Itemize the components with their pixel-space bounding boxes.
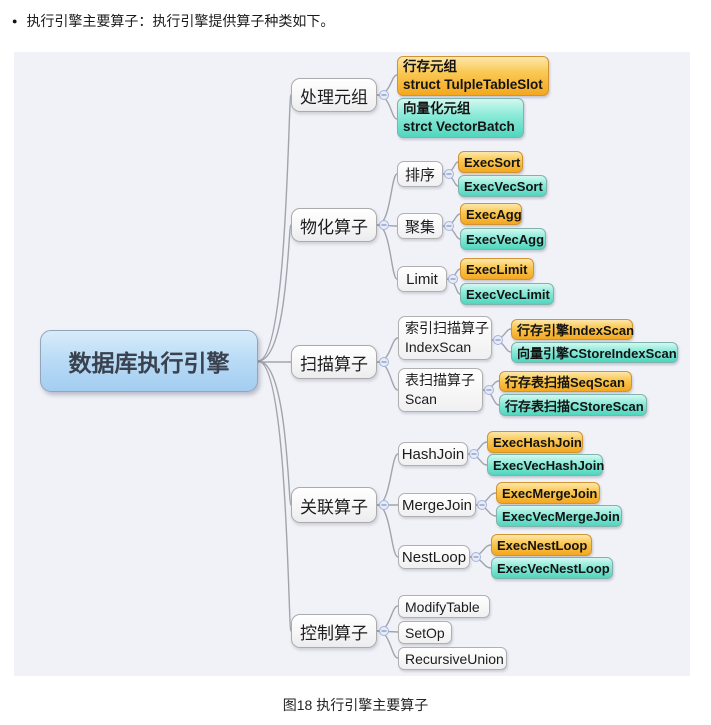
chip-execvecsort: ExecVecSort (458, 175, 547, 197)
connector-lines (257, 74, 512, 659)
chip-execvecmergejoin: ExecVecMergeJoin (496, 505, 622, 527)
collapse-toggle-agg[interactable] (444, 221, 454, 231)
chip-rowstore-indexscan: 行存引擎IndexScan (511, 319, 634, 340)
chip-exechashjoin: ExecHashJoin (487, 431, 583, 453)
chip-execvecagg: ExecVecAgg (460, 228, 546, 250)
collapse-toggle-control[interactable] (379, 626, 389, 636)
bullet-icon: ● (12, 16, 18, 26)
sub-nestloop: NestLoop (398, 545, 470, 569)
chip-cstorescan: 行存表扫描CStoreScan (499, 394, 647, 416)
chip-row-store-tuple: 行存元组 struct TulpleTableSlot (397, 56, 549, 96)
sub-aggregate: 聚集 (397, 213, 443, 239)
chip-execmergejoin: ExecMergeJoin (496, 482, 600, 504)
chip-execlimit: ExecLimit (460, 258, 534, 280)
header-text: 执行引擎主要算子：执行引擎提供算子种类如下。 (26, 13, 335, 29)
root-node-execution-engine: 数据库执行引擎 (40, 330, 258, 392)
collapse-toggle-limit[interactable] (448, 274, 458, 284)
chip-execvechashjoin: ExecVecHashJoin (487, 454, 604, 476)
branch-process-tuples: 处理元组 (291, 78, 377, 112)
collapse-toggle-process[interactable] (379, 90, 389, 100)
chip-execvecnestloop: ExecVecNestLoop (491, 557, 613, 579)
collapse-toggle-sort[interactable] (444, 169, 454, 179)
chip-seqscan: 行存表扫描SeqScan (499, 371, 632, 392)
chip-execsort: ExecSort (458, 151, 523, 173)
sub-limit: Limit (397, 266, 447, 292)
sub-line: IndexScan (405, 339, 472, 355)
branch-materialize-operators: 物化算子 (291, 208, 377, 242)
sub-sort: 排序 (397, 161, 443, 187)
sub-line: 表扫描算子 (405, 372, 475, 388)
node-recursiveunion: RecursiveUnion (398, 647, 507, 670)
collapse-toggle-join[interactable] (379, 500, 389, 510)
collapse-toggle-indexscan[interactable] (493, 335, 503, 345)
mindmap-panel: 数据库执行引擎 处理元组 物化算子 扫描算子 关联算子 控制算子 行存元组 st… (14, 52, 690, 676)
collapse-toggle-hashjoin[interactable] (469, 449, 479, 459)
chip-execveclimit: ExecVecLimit (460, 283, 554, 305)
chip-line: 行存元组 (403, 59, 457, 74)
sub-index-scan: 索引扫描算子 IndexScan (398, 316, 492, 360)
chip-line: struct TulpleTableSlot (403, 77, 543, 92)
collapse-toggle-nestloop[interactable] (471, 552, 481, 562)
bullet-line: ● 执行引擎主要算子：执行引擎提供算子种类如下。 (12, 11, 334, 31)
collapse-toggle-material[interactable] (379, 220, 389, 230)
chip-line: 向量化元组 (403, 101, 471, 116)
sub-table-scan: 表扫描算子 Scan (398, 368, 483, 412)
branch-control-operators: 控制算子 (291, 614, 377, 648)
branch-join-operators: 关联算子 (291, 487, 377, 523)
chip-cstore-indexscan: 向量引擎CStoreIndexScan (511, 342, 678, 363)
sub-line: Scan (405, 391, 437, 407)
collapse-toggle-scan[interactable] (379, 357, 389, 367)
node-setop: SetOp (398, 621, 452, 644)
figure-caption: 图18 执行引擎主要算子 (282, 697, 429, 713)
chip-execagg: ExecAgg (460, 203, 522, 225)
node-modifytable: ModifyTable (398, 595, 490, 618)
collapse-toggle-tablescan[interactable] (484, 385, 494, 395)
sub-line: 索引扫描算子 (405, 320, 489, 336)
branch-scan-operators: 扫描算子 (291, 345, 377, 379)
sub-mergejoin: MergeJoin (398, 493, 476, 517)
sub-hashjoin: HashJoin (398, 442, 468, 466)
chip-line: strct VectorBatch (403, 119, 515, 134)
chip-vectorized-tuple: 向量化元组 strct VectorBatch (397, 98, 524, 138)
chip-execnestloop: ExecNestLoop (491, 534, 592, 556)
collapse-toggle-mergejoin[interactable] (477, 500, 487, 510)
